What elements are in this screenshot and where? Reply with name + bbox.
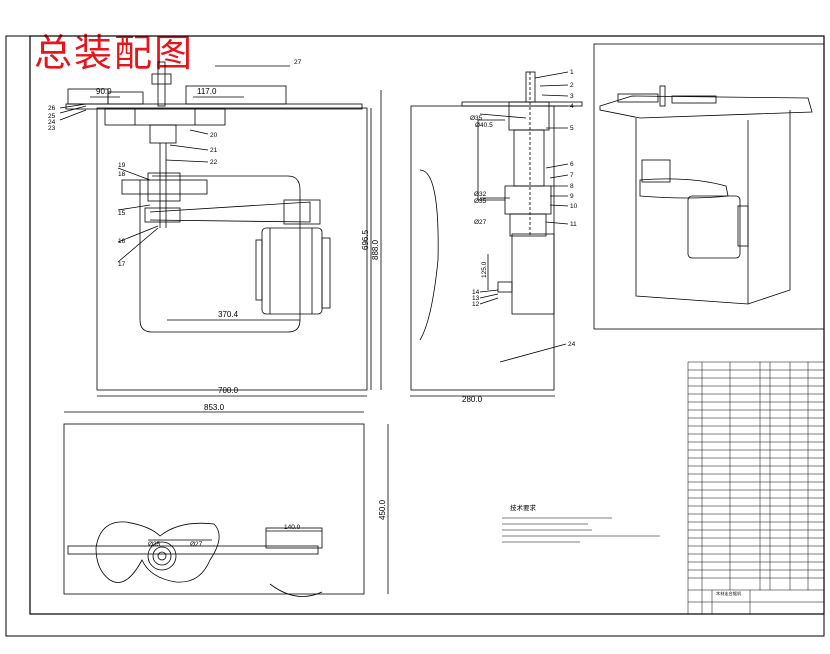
dim-front-3: 700.0	[218, 386, 239, 395]
dim-front-4: 696.5	[361, 229, 370, 250]
balloon-side-7: 7	[570, 172, 574, 179]
drawing-title: 总装配图	[34, 31, 195, 75]
balloon-side-9: 9	[570, 193, 574, 200]
dim-front-2: 370.4	[218, 310, 239, 319]
dim-front-1: 117.0	[197, 87, 217, 96]
tech-req-heading: 技术要求	[510, 503, 537, 512]
dim-top-2: 140.0	[284, 524, 301, 531]
balloon-front-21: 21	[210, 147, 218, 154]
balloon-side-11: 11	[570, 221, 577, 228]
balloon-front-27: 27	[294, 59, 302, 66]
balloon-front-17: 17	[118, 261, 126, 268]
balloon-side-6: 6	[570, 161, 574, 168]
dim-side-5: 125.0	[481, 261, 488, 278]
balloon-front-25: 25	[48, 113, 56, 120]
balloon-front-26: 26	[48, 105, 56, 112]
dim-side-1: Ø40.5	[475, 122, 493, 129]
title-block-name: 木材走台锯机	[716, 590, 742, 597]
balloon-front-18: 18	[118, 171, 126, 178]
balloon-front-16: 16	[118, 238, 126, 245]
inner-border	[29, 35, 825, 615]
top-outline	[63, 423, 365, 595]
balloon-side-14: 14	[472, 289, 480, 296]
isometric-view	[593, 43, 825, 330]
side-view	[410, 71, 583, 397]
side-cabinet	[410, 105, 555, 391]
parts-list	[687, 361, 825, 615]
front-view	[59, 61, 382, 397]
top-view	[63, 411, 389, 597]
balloon-side-1: 1	[570, 69, 574, 76]
balloon-side-8: 8	[570, 183, 574, 190]
dim-top-3: Ø35	[148, 541, 161, 548]
balloon-side-10: 10	[570, 203, 578, 210]
balloon-side-2: 2	[570, 82, 574, 89]
dim-front-5: 888.0	[371, 239, 380, 260]
balloon-side-5: 5	[570, 125, 574, 132]
dim-side-6: 280.0	[462, 395, 483, 404]
balloon-side-24: 24	[568, 341, 576, 348]
iso-frame	[593, 43, 825, 330]
dim-top-0: 853.0	[204, 403, 225, 412]
balloon-front-22: 22	[210, 159, 218, 166]
dim-side-2: Ø32	[474, 191, 487, 198]
balloon-front-15: 15	[118, 210, 126, 217]
dim-top-1: 450.0	[378, 499, 387, 520]
balloon-front-19: 19	[118, 162, 126, 169]
technical-requirements: 技术要求	[502, 503, 660, 543]
dim-top-4: Ø27	[190, 541, 203, 548]
cabinet-outline	[96, 107, 368, 391]
balloon-side-4: 4	[570, 103, 574, 110]
balloon-front-20: 20	[210, 132, 218, 139]
balloon-side-3: 3	[570, 93, 574, 100]
balloon-side-12: 12	[472, 301, 480, 308]
dim-side-0: Ø35	[470, 115, 483, 122]
dim-front-0: 90.0	[96, 87, 112, 96]
balloon-front-24: 24	[48, 119, 56, 126]
dim-side-3: Ø35	[474, 198, 487, 205]
dim-side-4: Ø27	[474, 219, 487, 226]
balloon-front-23: 23	[48, 125, 56, 132]
balloon-side-13: 13	[472, 295, 480, 302]
